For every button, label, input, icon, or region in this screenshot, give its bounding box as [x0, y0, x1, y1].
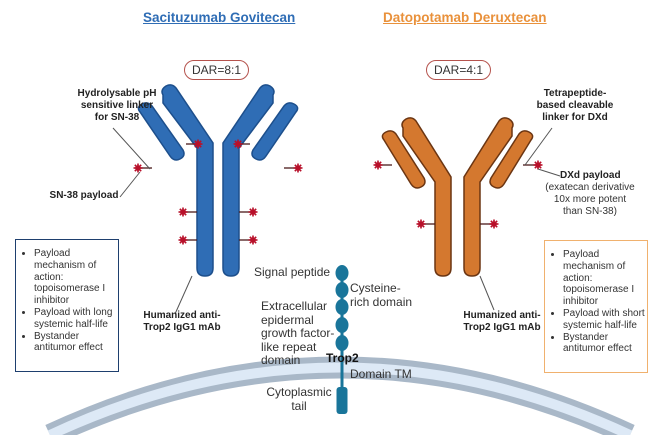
- antibody-label-line: Trop2 IgG1 mAb: [143, 322, 221, 333]
- leader-linker-left: [112, 127, 151, 170]
- title-sacituzumab-govitecan: Sacituzumab Govitecan: [143, 10, 296, 25]
- trop2-cytoplasmic-tail: [336, 387, 348, 414]
- info-item: Payload mechanism of action: topoisomera…: [563, 249, 645, 308]
- info-item: Payload mechanism of action: topoisomera…: [34, 248, 116, 307]
- antibody-label-right: Humanized anti- Trop2 IgG1 mAb: [452, 310, 552, 334]
- label-line: Cytoplasmic: [266, 385, 332, 399]
- heavy-chain-left: [161, 84, 214, 277]
- payload-molecule-icon: [293, 163, 303, 173]
- heavy-chain-left: [401, 117, 452, 277]
- payload-molecule-icon: [248, 235, 258, 245]
- payload-molecule-icon: [133, 163, 143, 173]
- light-chain-left: [381, 130, 426, 189]
- trop2-protein: [335, 265, 349, 414]
- payload-molecule-icon: [233, 139, 243, 149]
- info-list: Payload mechanism of action: topoisomera…: [19, 248, 116, 354]
- trop2-signal-peptide-domain: [335, 265, 349, 281]
- label-line: epidermal: [261, 312, 314, 327]
- payload-desc-right: (exatecan derivative 10x more potent tha…: [540, 182, 640, 218]
- label-line: Extracellular: [261, 299, 328, 313]
- label-line: growth factor-: [261, 326, 335, 340]
- linker-label-left: Hydrolysable pH sensitive linker for SN-…: [62, 88, 172, 124]
- antibody-label-line: Trop2 IgG1 mAb: [463, 322, 541, 333]
- info-item: Payload with long systemic half-life: [34, 307, 116, 331]
- payload-label-left: SN-38 payload: [49, 190, 119, 201]
- label-signal-peptide: Signal peptide: [254, 265, 331, 279]
- light-chain-left: [137, 102, 185, 161]
- payload-desc-line: 10x more potent: [553, 194, 627, 205]
- info-list: Payload mechanism of action: topoisomera…: [548, 249, 645, 355]
- heavy-chain-right: [463, 117, 514, 277]
- info-item: Bystander antitumor effect: [563, 332, 645, 356]
- payload-molecule-icon: [533, 160, 543, 170]
- label-cysteine-rich-domain: Cysteine- rich domain: [350, 281, 413, 309]
- info-box-datopotamab: Payload mechanism of action: topoisomera…: [544, 240, 648, 373]
- payload-desc-line: (exatecan derivative: [545, 182, 635, 193]
- payload-molecule-icon: [489, 219, 499, 229]
- linker-label-line: sensitive linker: [80, 100, 154, 111]
- antibody-label-left: Humanized anti- Trop2 IgG1 mAb: [132, 310, 232, 334]
- linker-label-line: based cleavable: [536, 100, 614, 111]
- label-line: like repeat: [261, 339, 317, 354]
- linker-label-right: Tetrapeptide- based cleavable linker for…: [530, 88, 620, 124]
- label-trop2: Trop2: [326, 351, 359, 365]
- payload-molecule-icon: [178, 207, 188, 217]
- leader-payload-left: [119, 171, 141, 198]
- antibody-datopotamab: [381, 117, 534, 277]
- heavy-chain-right: [222, 84, 275, 277]
- leader-linker-right: [524, 127, 553, 166]
- label-domain-tm: Domain TM: [350, 367, 412, 381]
- antibody-label-line: Humanized anti-: [463, 310, 541, 321]
- payload-molecule-icon: [373, 160, 383, 170]
- antibody-label-line: Humanized anti-: [143, 310, 221, 321]
- linker-label-line: Tetrapeptide-: [543, 88, 607, 99]
- trop2-egf-domain-3: [335, 335, 349, 351]
- trop2-egf-domain-1: [335, 299, 349, 315]
- label-line: domain: [261, 353, 301, 367]
- label-line: tail: [291, 398, 307, 413]
- payload-molecule-icon: [193, 139, 203, 149]
- payload-label-right: DXd payload: [560, 170, 621, 181]
- cell-membrane: [45, 356, 635, 435]
- dar-badge-right: DAR=4:1: [426, 60, 492, 80]
- info-box-sacituzumab: Payload mechanism of action: topoisomera…: [15, 239, 119, 372]
- leader-antibody-right: [479, 275, 495, 311]
- trop2-egf-domain-2: [335, 317, 349, 333]
- payload-molecule-icon: [178, 235, 188, 245]
- info-item: Payload with short systemic half-life: [563, 308, 645, 332]
- leader-lines: [112, 127, 561, 315]
- linker-label-line: for SN-38: [94, 112, 140, 123]
- trop2-cysteine-domain: [335, 282, 349, 298]
- light-chain-right: [489, 130, 534, 189]
- linker-label-line: linker for DXd: [542, 112, 608, 123]
- label-line: Cysteine-: [350, 281, 401, 295]
- label-egf-repeat-domain: Extracellular epidermal growth factor- l…: [261, 299, 335, 368]
- info-item: Bystander antitumor effect: [34, 331, 116, 355]
- linker-label-line: Hydrolysable pH: [77, 88, 157, 99]
- leader-payload-right: [537, 168, 561, 177]
- payloads: [133, 139, 543, 245]
- payload-desc-line: than SN-38): [563, 206, 617, 217]
- label-line: rich domain: [350, 294, 413, 309]
- leader-antibody-left: [174, 275, 193, 315]
- label-cytoplasmic-tail: Cytoplasmic tail: [264, 385, 334, 413]
- payload-molecule-icon: [416, 219, 426, 229]
- antibody-sacituzumab: [137, 84, 299, 277]
- payload-molecule-icon: [248, 207, 258, 217]
- dar-badge-left: DAR=8:1: [184, 60, 250, 80]
- title-datopotamab-deruxtecan: Datopotamab Deruxtecan: [383, 10, 547, 25]
- light-chain-right: [251, 102, 299, 161]
